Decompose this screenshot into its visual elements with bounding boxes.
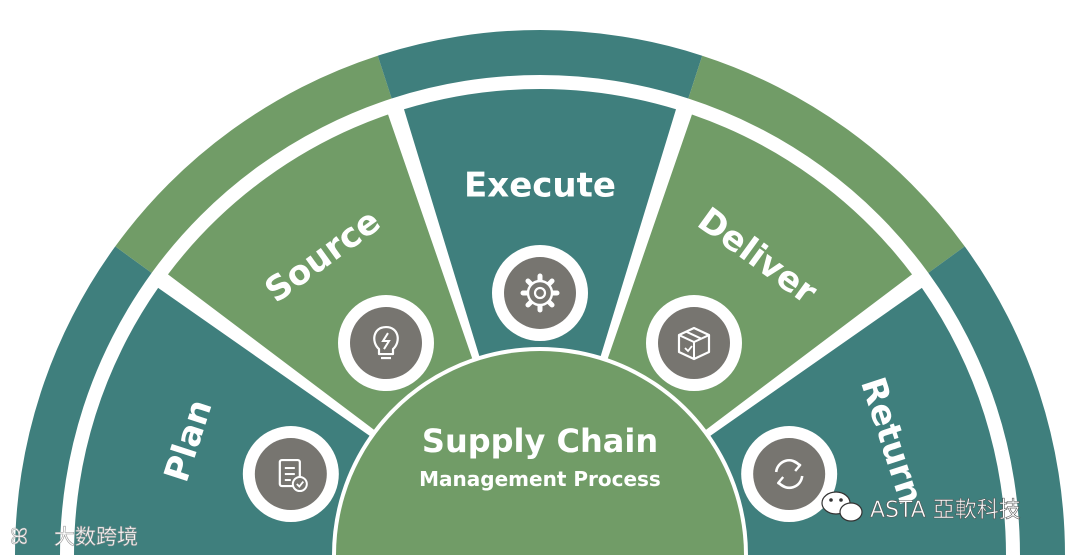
center-hub: Supply Chain Management Process <box>336 351 744 555</box>
center-semicircle <box>336 351 744 555</box>
outer-ring-segment <box>15 246 152 555</box>
outer-ring-segment <box>928 246 1065 555</box>
lightbulb-icon <box>338 295 435 392</box>
outer-ring <box>15 30 1065 555</box>
stage-label-execute: Execute <box>464 166 616 206</box>
outer-ring-segment <box>377 30 703 99</box>
wedge-execute <box>403 89 677 357</box>
gear-icon <box>492 245 588 341</box>
outer-ring-segment <box>115 55 392 273</box>
stage-icons <box>242 245 838 523</box>
watermark-right-text: ASTA 亞軟科技 <box>870 498 1021 523</box>
watermark-left-logo: ꕤ <box>10 525 28 550</box>
wechat-icon <box>821 491 863 522</box>
center-subtitle: Management Process <box>419 467 661 491</box>
watermark-right: ASTA 亞軟科技 <box>821 491 1021 523</box>
refresh-icon <box>741 426 838 523</box>
watermark-left-text: 大数跨境 <box>54 525 138 549</box>
outer-ring-segment <box>688 55 965 273</box>
box-icon <box>645 295 742 392</box>
center-title: Supply Chain <box>422 422 658 460</box>
document-check-icon <box>242 426 339 523</box>
watermark-left: ꕤ 大数跨境 <box>10 525 139 551</box>
